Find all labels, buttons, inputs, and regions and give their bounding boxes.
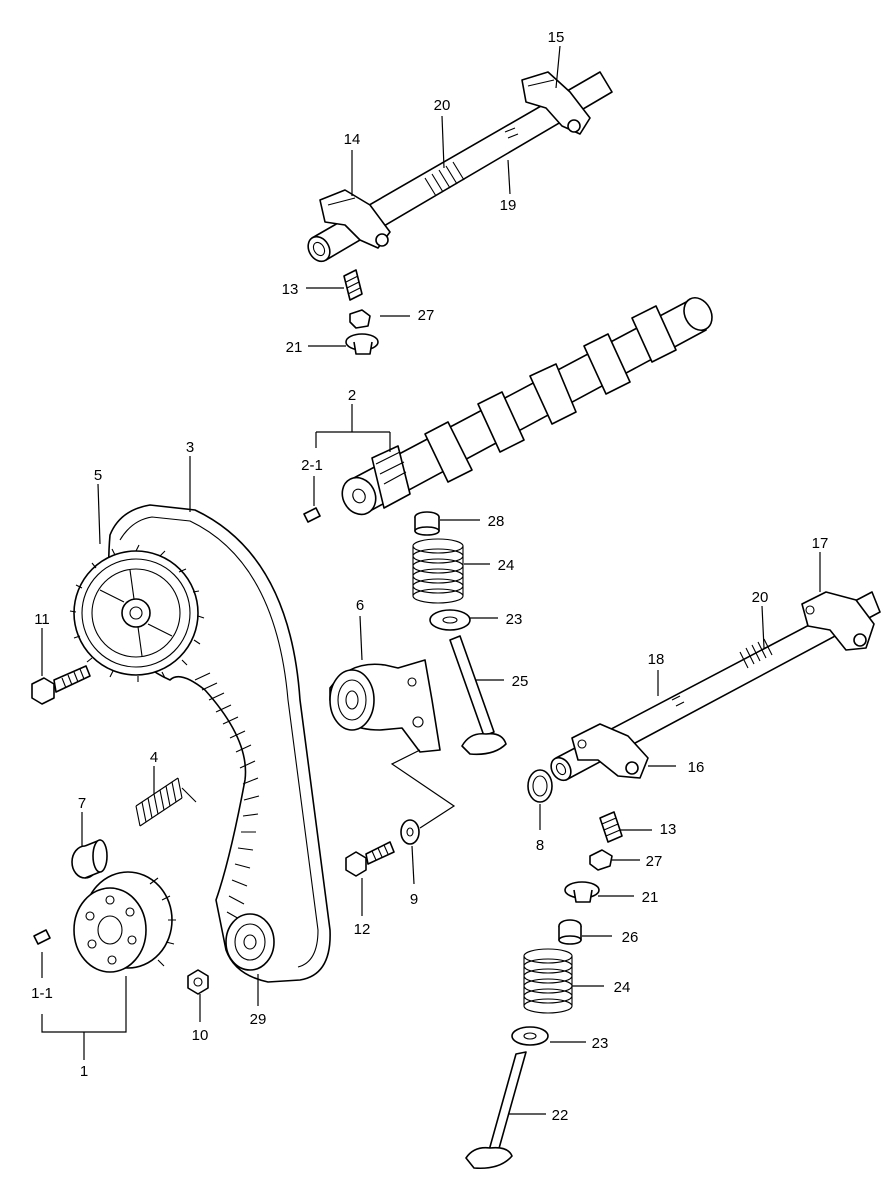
label-2: 2 (348, 387, 356, 404)
lifter-28 (414, 511, 440, 536)
label-8: 8 (536, 837, 544, 854)
label-23-lower: 23 (592, 1035, 609, 1052)
label-7: 7 (78, 795, 86, 812)
label-22: 22 (552, 1107, 569, 1124)
bushing-7 (71, 839, 108, 879)
nut-10 (187, 969, 209, 995)
label-29: 29 (250, 1011, 267, 1028)
rocker-arm-14 (319, 189, 391, 249)
washer-9 (400, 819, 420, 845)
bolt-12 (345, 841, 395, 877)
label-21-lower: 21 (642, 889, 659, 906)
label-13-upper: 13 (282, 281, 299, 298)
spring-20-upper (424, 161, 465, 197)
camshaft (341, 296, 713, 516)
label-23-upper: 23 (506, 611, 523, 628)
camshaft-sprocket (69, 544, 205, 682)
label-4: 4 (150, 749, 158, 766)
upper-rocker-shaft (307, 71, 613, 263)
label-24-upper: 24 (498, 557, 515, 574)
leader-lines (41, 45, 821, 1115)
rocker-arm-15 (521, 71, 591, 135)
retainer-21-lower (564, 881, 600, 903)
label-24-lower: 24 (614, 979, 631, 996)
bolt-11 (31, 665, 91, 705)
label-21-upper: 21 (286, 339, 303, 356)
lifter-26 (558, 919, 582, 945)
tensioner-6 (329, 659, 441, 753)
label-20-lower: 20 (752, 589, 769, 606)
seat-23-upper (429, 609, 471, 631)
pin-1-1 (33, 929, 51, 945)
label-25: 25 (512, 673, 529, 690)
spring-24-upper (412, 538, 464, 604)
label-28: 28 (488, 513, 505, 530)
label-3: 3 (186, 439, 194, 456)
pin-2-1 (303, 507, 321, 523)
adjust-screw-13-lower (599, 811, 623, 843)
seal-8 (527, 769, 553, 803)
label-20-upper: 20 (434, 97, 451, 114)
label-19: 19 (500, 197, 517, 214)
label-2-1: 2-1 (301, 457, 323, 474)
label-27-upper: 27 (418, 307, 435, 324)
label-26: 26 (622, 929, 639, 946)
spring-24-lower (523, 948, 573, 1014)
label-1-1: 1-1 (31, 985, 53, 1002)
seat-23-lower (511, 1026, 549, 1046)
label-17: 17 (812, 535, 829, 552)
rocker-arm-16 (571, 723, 649, 779)
label-11: 11 (34, 611, 50, 628)
label-13-lower: 13 (660, 821, 677, 838)
adjust-screw-13-upper (343, 269, 363, 301)
part-labels: 15 20 14 19 13 27 21 2 2-1 28 24 23 25 3… (31, 29, 828, 1124)
label-18: 18 (648, 651, 665, 668)
label-9: 9 (410, 891, 418, 908)
nut-27-lower (589, 849, 613, 871)
idler-pulley-29 (225, 913, 275, 971)
label-1: 1 (80, 1063, 88, 1080)
retainer-21-upper (345, 333, 379, 355)
label-5: 5 (94, 467, 102, 484)
valve-22 (465, 1051, 527, 1170)
spring-4 (135, 777, 197, 827)
label-6: 6 (356, 597, 364, 614)
valve-25 (449, 635, 507, 756)
label-27-lower: 27 (646, 853, 663, 870)
label-15: 15 (548, 29, 565, 46)
spring-20-lower (739, 638, 773, 669)
label-12: 12 (354, 921, 371, 938)
lower-rocker-shaft (550, 591, 881, 782)
label-16: 16 (688, 759, 705, 776)
crankshaft-sprocket (73, 871, 176, 973)
label-14: 14 (344, 131, 361, 148)
label-10: 10 (192, 1027, 209, 1044)
nut-27-upper (349, 309, 371, 329)
rocker-arm-17 (801, 591, 875, 651)
